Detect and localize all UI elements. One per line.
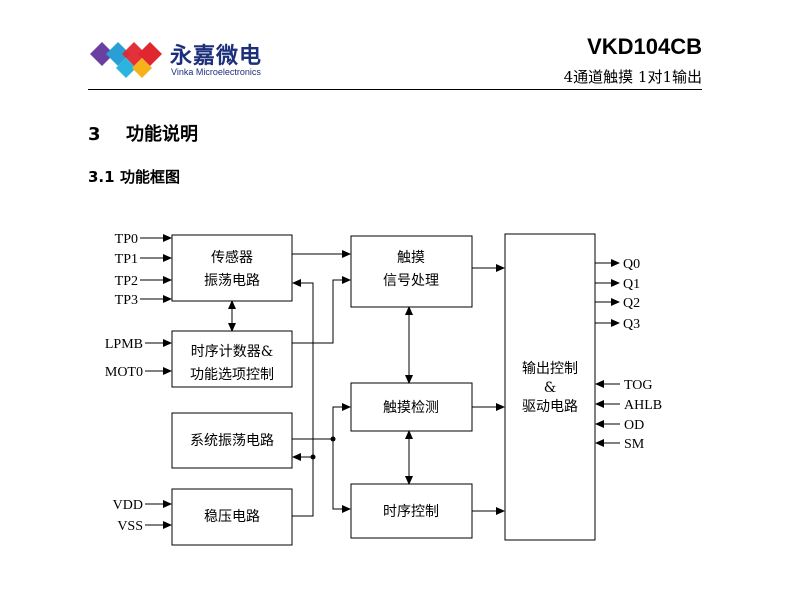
touch-signal-processing-label-1: 触摸	[397, 250, 425, 266]
section-number: 3	[88, 124, 101, 145]
pin-tp3-label: TP3	[115, 293, 138, 308]
pin-q2-label: Q2	[623, 296, 640, 311]
timer-counter-label-1: 时序计数器&	[191, 344, 273, 360]
section-title: 功能说明	[126, 124, 198, 145]
vinka-logo	[90, 42, 162, 78]
pin-q1-label: Q1	[623, 277, 640, 292]
brand-name-cn: 永嘉微电	[170, 44, 263, 69]
sensor-oscillator-label-1: 传感器	[211, 249, 253, 266]
subsection-number: 3.1	[88, 168, 115, 186]
voltage-regulator-block	[171, 488, 293, 546]
subsection-title: 功能框图	[120, 168, 181, 186]
system-oscillator-label: 系统振荡电路	[190, 433, 274, 449]
timing-control-label: 时序控制	[383, 504, 439, 520]
pin-tp0-label: TP0	[115, 232, 138, 247]
sensor-oscillator-label-2: 振荡电路	[204, 273, 260, 289]
touch-signal-processing-label-2: 信号处理	[383, 273, 439, 289]
part-number: VKD104CB	[587, 34, 702, 59]
sensor-oscillator-block	[171, 234, 293, 302]
brand-name-en: Vinka Microelectronics	[171, 67, 261, 77]
pin-od-label: OD	[624, 418, 644, 433]
document-subtitle: 4通道触摸 1对1输出	[563, 68, 702, 86]
pin-q0-label: Q0	[623, 257, 640, 272]
touch-detection-label: 触摸检测	[383, 400, 439, 416]
pin-sm-label: SM	[624, 437, 645, 452]
output-driver-label-3: 驱动电路	[522, 399, 578, 415]
output-driver-label-2: &	[544, 380, 556, 396]
pin-lpmb-label: LPMB	[105, 337, 143, 352]
pin-tp1-label: TP1	[115, 252, 138, 267]
pin-mot0-label: MOT0	[105, 365, 143, 380]
output-driver-label-1: 输出控制	[522, 361, 578, 377]
voltage-regulator-label: 稳压电路	[204, 509, 260, 525]
pin-tp2-label: TP2	[115, 274, 138, 289]
pin-vss-label: VSS	[117, 519, 143, 534]
system-oscillator-block	[171, 412, 293, 469]
timer-counter-label-2: 功能选项控制	[190, 367, 274, 383]
pin-vdd-label: VDD	[113, 498, 143, 513]
header-divider	[88, 89, 702, 90]
subsection-heading: 3.1 功能框图	[88, 166, 180, 187]
section-heading: 3 功能说明	[88, 120, 198, 146]
pin-tog-label: TOG	[624, 378, 653, 393]
pin-ahlb-label: AHLB	[624, 398, 662, 413]
pin-q3-label: Q3	[623, 317, 640, 332]
touch-signal-processing-block	[350, 235, 473, 308]
